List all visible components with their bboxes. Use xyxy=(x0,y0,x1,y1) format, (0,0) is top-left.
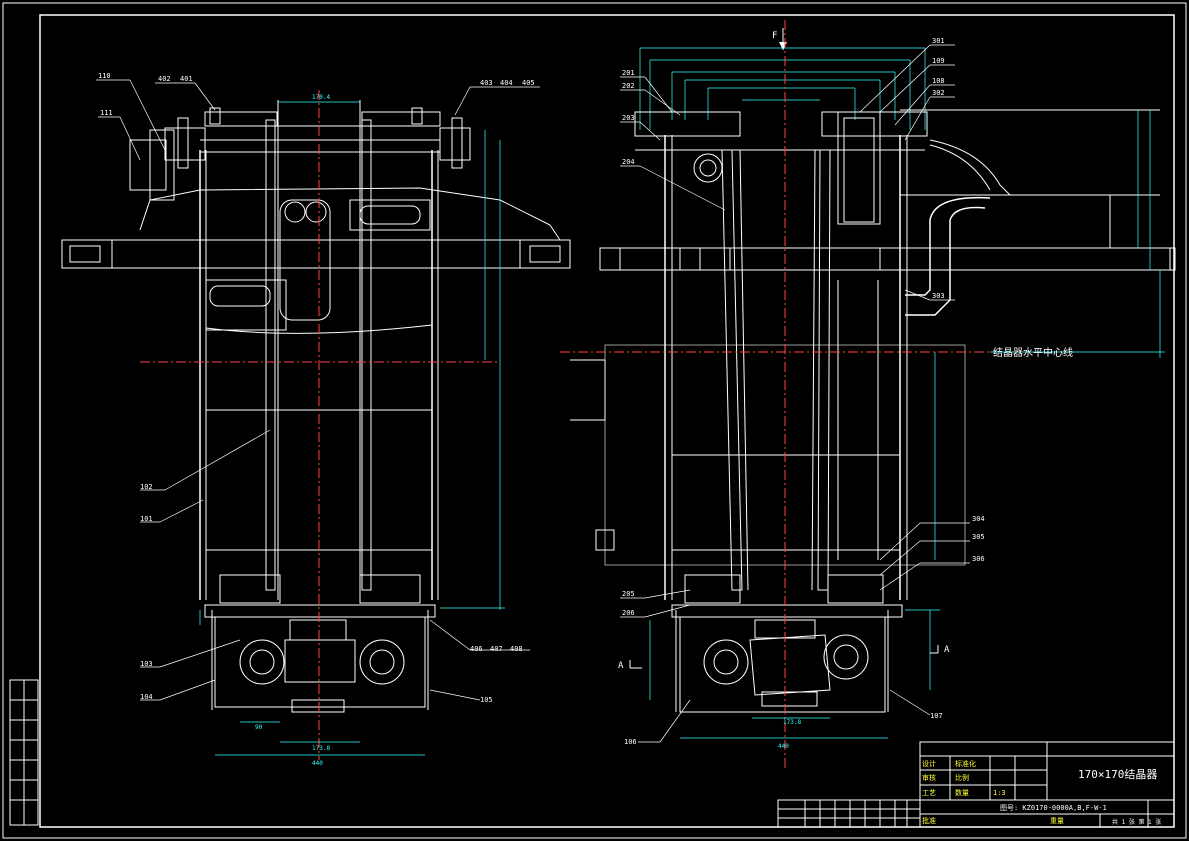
right-part-label: 106 xyxy=(624,738,637,746)
left-part-label: 402 xyxy=(158,75,171,83)
dim-left-inner: 173.8 xyxy=(312,745,330,752)
section-label-left: A xyxy=(618,661,624,671)
left-part-label: 103 xyxy=(140,660,153,668)
title-row-1: 设计 xyxy=(922,759,936,768)
right-part-label: 304 xyxy=(972,515,985,523)
centerline-label: 结晶器水平中心线 xyxy=(993,346,1073,359)
right-part-label: 302 xyxy=(932,89,945,97)
title-field-2: 比例 xyxy=(955,773,969,782)
left-part-label: 401 xyxy=(180,75,193,83)
title-row-3: 工艺 xyxy=(922,789,936,797)
left-part-label: 104 xyxy=(140,693,153,701)
left-part-labels: 110 111 402 401 403 404 405 102 101 103 104 406 407 4… xyxy=(98,72,535,704)
drawing-title: 170×170结晶器 xyxy=(1078,768,1157,781)
right-part-label: 109 xyxy=(932,57,945,65)
title-field-weight: 重量 xyxy=(1050,817,1064,825)
right-part-label: 206 xyxy=(622,609,635,617)
right-part-label: 305 xyxy=(972,533,985,541)
force-label: F xyxy=(772,31,777,41)
left-part-label: 404 xyxy=(500,79,513,87)
left-part-label: 111 xyxy=(100,109,113,117)
right-part-label: 306 xyxy=(972,555,985,563)
left-part-label: 405 xyxy=(522,79,535,87)
left-part-label: 408 xyxy=(510,645,523,653)
left-part-label: 102 xyxy=(140,483,153,491)
title-field-3: 数量 xyxy=(955,788,969,797)
title-field-1: 标准化 xyxy=(955,759,976,768)
right-part-labels: 301 109 108 302 201 202 203 204 303 304 305 306 205 2… xyxy=(622,37,985,746)
dim-left-small: 90 xyxy=(255,724,263,731)
left-view xyxy=(61,90,571,760)
left-part-label: 407 xyxy=(490,645,503,653)
title-block xyxy=(777,741,1175,828)
left-part-label: 105 xyxy=(480,696,493,704)
dim-right-width: 440 xyxy=(778,743,789,750)
left-part-label: 110 xyxy=(98,72,111,80)
right-part-label: 203 xyxy=(622,114,635,122)
dim-left-top: 170.4 xyxy=(312,94,330,101)
right-view xyxy=(560,20,1176,770)
right-part-label: 301 xyxy=(932,37,945,45)
title-field-4: 批准 xyxy=(922,816,936,825)
right-part-label: 107 xyxy=(930,712,943,720)
dim-right-inner: 173.8 xyxy=(783,719,801,726)
right-part-label: 202 xyxy=(622,82,635,90)
inner-border xyxy=(39,14,1175,828)
drawing-number: 图号: KZ0170-0000A,B,F-W-1 xyxy=(1000,804,1107,812)
title-scale: 1:3 xyxy=(993,789,1006,797)
left-part-label: 403 xyxy=(480,79,493,87)
right-part-label: 108 xyxy=(932,77,945,85)
right-part-label: 205 xyxy=(622,590,635,598)
title-row-2: 审核 xyxy=(922,773,936,782)
left-part-label: 101 xyxy=(140,515,153,523)
sheet-count: 共 1 张 第 1 张 xyxy=(1112,818,1161,826)
left-part-label: 406 xyxy=(470,645,483,653)
dim-left-width: 440 xyxy=(312,760,323,767)
right-part-label: 204 xyxy=(622,158,635,166)
right-part-label: 201 xyxy=(622,69,635,77)
section-label-right: A xyxy=(944,645,950,655)
right-part-label: 303 xyxy=(932,292,945,300)
